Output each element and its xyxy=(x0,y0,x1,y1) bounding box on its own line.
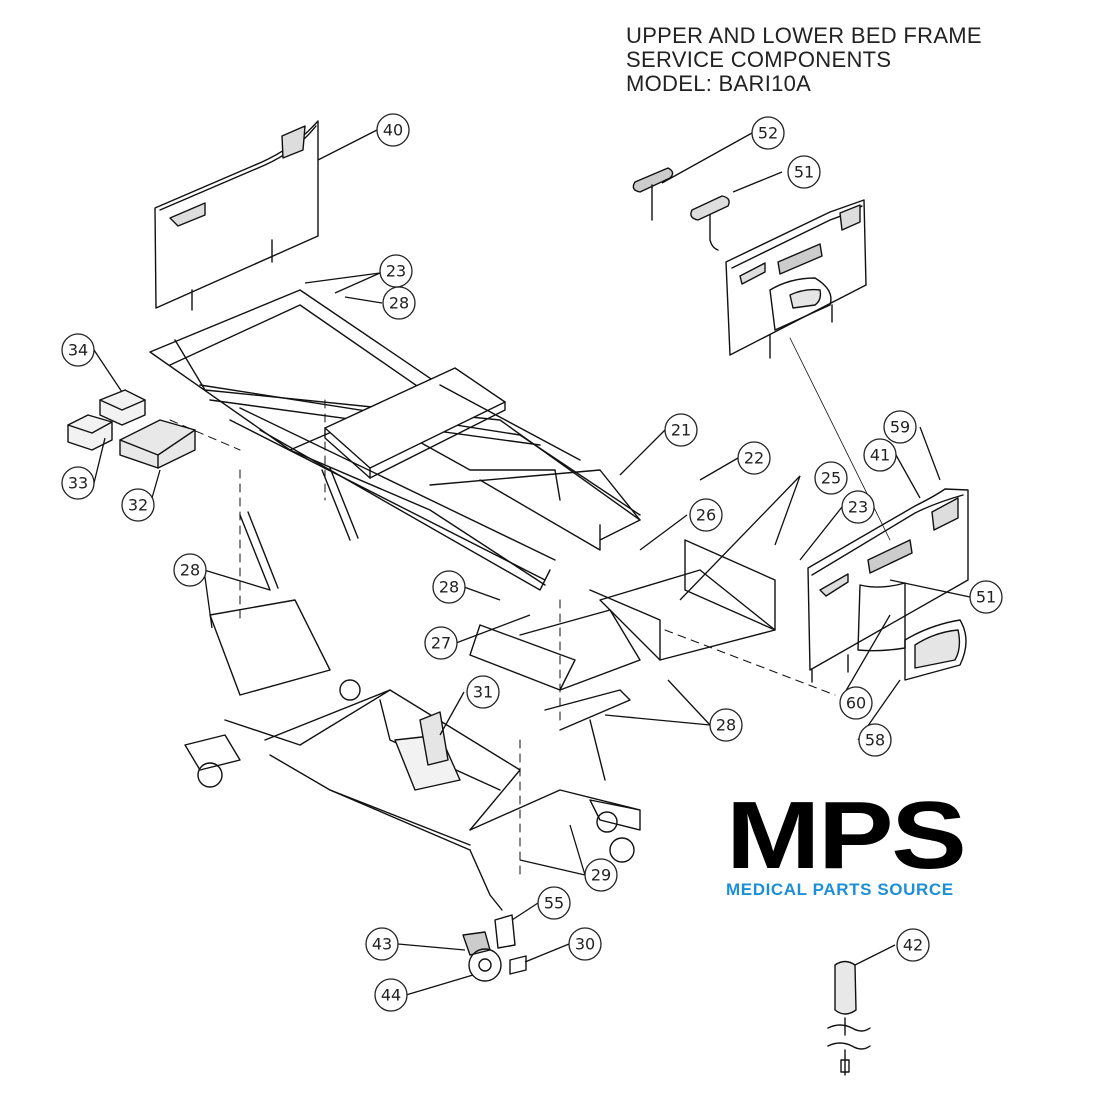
callout-31: 31 xyxy=(466,675,500,709)
callout-label: 29 xyxy=(591,866,611,885)
callout-23: 23 xyxy=(841,490,875,524)
logo-tagline: MEDICAL PARTS SOURCE xyxy=(726,880,954,899)
control-box-32 xyxy=(119,419,196,469)
callout-label: 55 xyxy=(544,894,564,913)
callout-label: 22 xyxy=(744,449,764,468)
caster-43 xyxy=(462,931,502,982)
callout-label: 58 xyxy=(865,731,885,750)
callout-32: 32 xyxy=(121,488,155,522)
lower-bed-frame xyxy=(184,679,641,911)
callout-44: 44 xyxy=(374,978,408,1012)
callout-28: 28 xyxy=(432,570,466,604)
callout-label: 28 xyxy=(439,578,459,597)
callout-label: 28 xyxy=(389,294,409,313)
upper-bed-frame xyxy=(149,289,641,591)
callout-label: 25 xyxy=(821,469,841,488)
callout-29: 29 xyxy=(584,858,618,892)
callout-28: 28 xyxy=(709,708,743,742)
callout-label: 41 xyxy=(870,446,890,465)
battery-33 xyxy=(67,414,113,451)
callout-60: 60 xyxy=(839,686,873,720)
hand-control-42 xyxy=(827,960,871,1076)
callout-label: 59 xyxy=(890,418,910,437)
callout-label: 21 xyxy=(671,421,691,440)
headboard-panel-40 xyxy=(154,120,319,311)
callout-59: 59 xyxy=(883,410,917,444)
callout-label: 23 xyxy=(386,262,406,281)
callout-label: 42 xyxy=(903,936,923,955)
title-line-3: MODEL: BARI10A xyxy=(626,71,812,96)
callout-28: 28 xyxy=(382,286,416,320)
module-34 xyxy=(99,389,146,426)
callout-label: 28 xyxy=(180,561,200,580)
title-line-1: UPPER AND LOWER BED FRAME xyxy=(626,23,982,48)
callout-label: 23 xyxy=(848,498,868,517)
callout-41: 41 xyxy=(863,438,897,472)
callout-43: 43 xyxy=(365,927,399,961)
callout-58: 58 xyxy=(858,723,892,757)
leader-lines xyxy=(93,129,971,996)
callout-label: 30 xyxy=(575,935,595,954)
callout-label: 60 xyxy=(846,694,866,713)
footboard-panel-41 xyxy=(807,488,969,683)
diagram-title: UPPER AND LOWER BED FRAME SERVICE COMPON… xyxy=(626,24,982,96)
callout-label: 51 xyxy=(794,163,814,182)
pad-30 xyxy=(509,955,527,975)
callout-40: 40 xyxy=(376,113,410,147)
callout-label: 51 xyxy=(976,588,996,607)
callout-label: 33 xyxy=(68,474,88,493)
callout-label: 34 xyxy=(68,341,88,360)
callout-26: 26 xyxy=(689,498,723,532)
callout-42: 42 xyxy=(896,928,930,962)
callout-51: 51 xyxy=(969,580,1003,614)
bracket-55 xyxy=(494,914,516,949)
callout-22: 22 xyxy=(737,441,771,475)
logo-wordmark: MPS xyxy=(726,782,967,889)
handset-52 xyxy=(632,167,674,221)
callout-33: 33 xyxy=(61,466,95,500)
callout-label: 26 xyxy=(696,506,716,525)
callout-label: 52 xyxy=(758,124,778,143)
callout-label: 40 xyxy=(383,121,403,140)
callout-25: 25 xyxy=(814,461,848,495)
callout-28: 28 xyxy=(173,553,207,587)
mps-logo: MPS MEDICAL PARTS SOURCE xyxy=(726,788,1010,900)
callout-label: 28 xyxy=(716,716,736,735)
pendant-51 xyxy=(690,195,730,251)
callout-30: 30 xyxy=(568,927,602,961)
callout-27: 27 xyxy=(424,626,458,660)
callout-label: 31 xyxy=(473,683,493,702)
title-line-2: SERVICE COMPONENTS xyxy=(626,47,892,72)
callout-55: 55 xyxy=(537,886,571,920)
callout-label: 32 xyxy=(128,496,148,515)
callout-23: 23 xyxy=(379,254,413,288)
callout-34: 34 xyxy=(61,333,95,367)
callout-label: 44 xyxy=(381,986,401,1005)
callout-52: 52 xyxy=(751,116,785,150)
callout-51: 51 xyxy=(787,155,821,189)
callout-label: 27 xyxy=(431,634,451,653)
callout-label: 43 xyxy=(372,935,392,954)
assembly-guide-lines xyxy=(169,399,836,881)
callout-21: 21 xyxy=(664,413,698,447)
pendant-headboard xyxy=(725,199,867,359)
